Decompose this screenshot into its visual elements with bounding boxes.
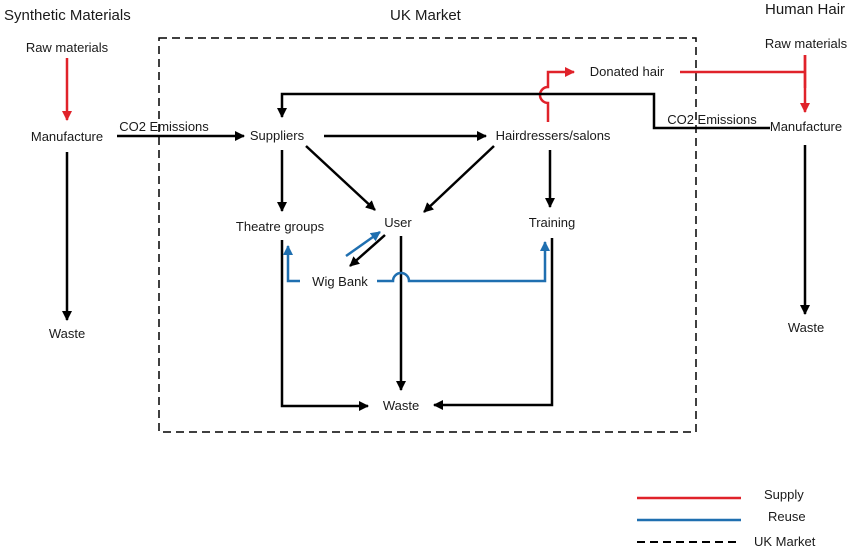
- node-training: Training: [529, 215, 575, 230]
- edge-hairdressers-to-user: [423, 145, 495, 213]
- heading-human-hair: Human Hair: [765, 1, 845, 18]
- edge-wig-bank-to-theatre: [283, 245, 300, 283]
- heading-uk-market: UK Market: [390, 7, 462, 24]
- edge-theatre-to-waste: [280, 240, 369, 411]
- label-co2-emissions-left: CO2 Emissions: [119, 119, 209, 134]
- edge-wig-bank-to-user: [345, 230, 381, 258]
- heading-synthetic-materials: Synthetic Materials: [4, 7, 131, 24]
- legend-supply-label: Supply: [764, 487, 804, 502]
- node-human-raw-materials: Raw materials: [765, 36, 848, 51]
- node-synthetic-raw-materials: Raw materials: [26, 40, 109, 55]
- edge-donated-hair-to-manufacture: [680, 55, 807, 88]
- node-synthetic-waste: Waste: [49, 326, 85, 341]
- edge-suppliers-to-user: [305, 145, 376, 211]
- legend: Supply Reuse UK Market: [637, 487, 816, 549]
- uk-market-boundary: [158, 37, 697, 433]
- node-hairdressers-salons: Hairdressers/salons: [496, 128, 611, 143]
- edge-human-manufacture-to-suppliers: [277, 92, 770, 130]
- legend-reuse-label: Reuse: [768, 509, 806, 524]
- node-wig-bank: Wig Bank: [312, 274, 368, 289]
- edge-training-to-waste: [433, 238, 554, 410]
- node-synthetic-manufacture: Manufacture: [31, 129, 103, 144]
- node-human-manufacture: Manufacture: [770, 119, 842, 134]
- edge-hairdressers-to-donated-hair: [538, 67, 575, 122]
- node-donated-hair: Donated hair: [590, 64, 665, 79]
- label-co2-emissions-right: CO2 Emissions: [667, 112, 757, 127]
- node-suppliers: Suppliers: [250, 128, 305, 143]
- node-user: User: [384, 215, 412, 230]
- legend-uk-market-label: UK Market: [754, 534, 816, 549]
- edge-wig-bank-to-training: [377, 241, 550, 283]
- node-theatre-groups: Theatre groups: [236, 219, 325, 234]
- node-market-waste: Waste: [383, 398, 419, 413]
- node-human-waste: Waste: [788, 320, 824, 335]
